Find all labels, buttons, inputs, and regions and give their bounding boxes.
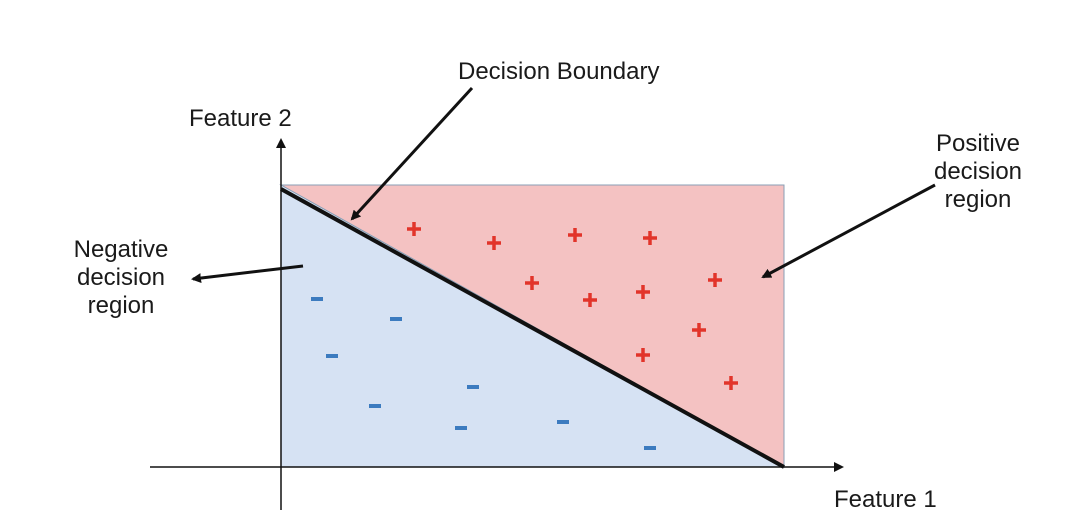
- positive-region-arrow: [761, 183, 936, 279]
- decision-boundary-arrow: [350, 86, 474, 221]
- feature-1-axis-label: Feature 1: [834, 486, 937, 513]
- negative-label-line-1: Negative: [73, 236, 169, 263]
- positive-label-line-1: Positive: [935, 130, 1021, 157]
- positive-sample-marker: [525, 276, 539, 290]
- decision-boundary-line: [280, 187, 785, 469]
- decision-boundary-label: Decision Boundary: [458, 58, 660, 85]
- negative-sample-marker: [326, 354, 338, 358]
- positive-sample-marker: [708, 273, 722, 287]
- positive-sample-marker: [583, 293, 597, 307]
- negative-region-arrow: [191, 264, 304, 284]
- positive-sample-marker: [407, 222, 421, 236]
- feature-2-axis-label: Feature 2: [189, 105, 292, 132]
- negative-sample-marker: [369, 404, 381, 408]
- positive-sample-marker: [487, 236, 501, 250]
- positive-label-line-3: region: [944, 186, 1012, 213]
- negative-sample-marker: [311, 297, 323, 301]
- positive-decision-region-label: Positive decision region: [918, 130, 1038, 214]
- negative-label-line-2: decision: [76, 264, 166, 291]
- positive-sample-marker: [643, 231, 657, 245]
- positive-sample-marker: [724, 376, 738, 390]
- positive-sample-marker: [636, 285, 650, 299]
- positive-sample-marker: [568, 228, 582, 242]
- negative-sample-marker: [644, 446, 656, 450]
- negative-sample-marker: [390, 317, 402, 321]
- positive-sample-marker: [692, 323, 706, 337]
- negative-label-line-3: region: [87, 292, 155, 319]
- positive-label-line-2: decision: [933, 158, 1023, 185]
- negative-decision-region-label: Negative decision region: [56, 236, 186, 320]
- negative-sample-marker: [467, 385, 479, 389]
- positive-sample-marker: [636, 348, 650, 362]
- negative-sample-marker: [557, 420, 569, 424]
- negative-sample-marker: [455, 426, 467, 430]
